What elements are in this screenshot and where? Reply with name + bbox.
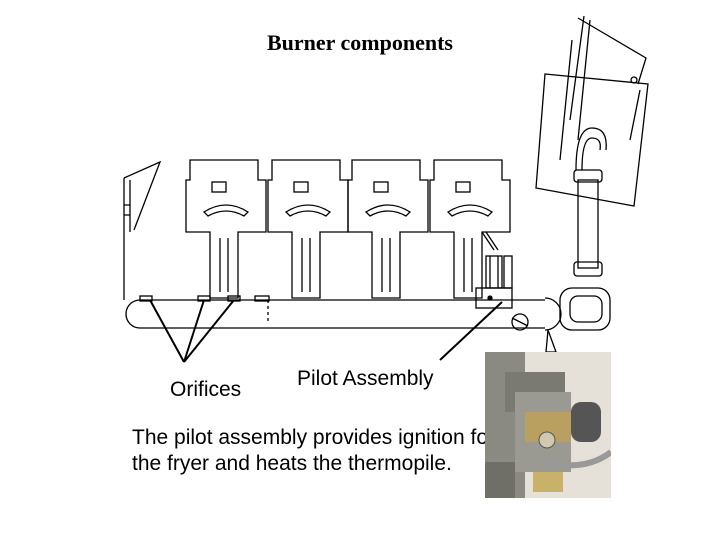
burner-4 [429, 159, 511, 299]
burner-3 [347, 159, 429, 299]
pilot-pointer [439, 301, 503, 361]
left-bracket [123, 160, 162, 300]
description-text: The pilot assembly provides ignition for… [132, 426, 496, 475]
burner-1 [185, 159, 267, 299]
burner-2 [267, 159, 349, 299]
gas-valve-assembly [535, 15, 649, 353]
pilot-assembly-photo [485, 352, 611, 498]
pilot-assembly-label: Pilot Assembly [297, 367, 434, 390]
orifices-pointers [149, 299, 235, 363]
pilot-assembly-diagram [475, 231, 529, 331]
diagram-title: Burner components [267, 30, 453, 55]
orifices-label: Orifices [170, 378, 242, 401]
gas-manifold [125, 295, 545, 329]
